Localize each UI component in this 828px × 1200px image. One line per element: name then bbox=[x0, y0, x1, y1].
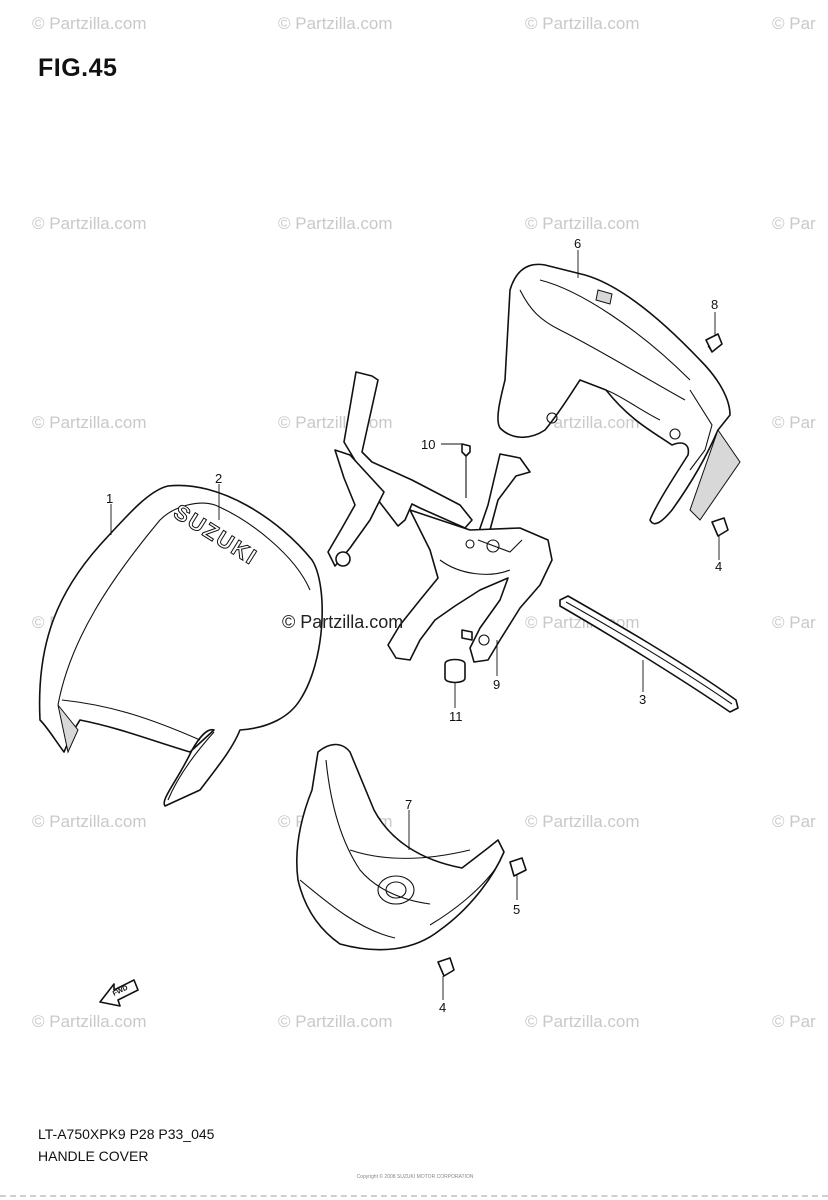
copyright-note: Copyright © 2008 SUZUKI MOTOR CORPORATIO… bbox=[356, 1174, 474, 1180]
part-6-rear-cover[interactable] bbox=[497, 263, 741, 525]
watermark: © Partzilla.com bbox=[525, 1012, 640, 1031]
part-8-screw[interactable] bbox=[705, 333, 723, 353]
callout-7: 7 bbox=[405, 797, 413, 812]
watermark: © Partzilla.com bbox=[32, 14, 147, 33]
watermark: © Partzilla.com bbox=[278, 14, 393, 33]
watermark: © Partzilla.com bbox=[525, 812, 640, 831]
watermark-partial: © Par bbox=[772, 413, 816, 432]
callout-2: 2 bbox=[215, 471, 223, 486]
callout-10: 10 bbox=[421, 437, 436, 452]
figure-name: HANDLE COVER bbox=[38, 1148, 149, 1164]
callout-11: 11 bbox=[449, 709, 463, 724]
callout-4: 4 bbox=[439, 1000, 447, 1015]
watermark: © Partzilla.com bbox=[32, 214, 147, 233]
part-1-front-cover[interactable] bbox=[38, 484, 323, 807]
watermark: © Partzilla.com bbox=[278, 1012, 393, 1031]
watermark-partial: © Par bbox=[772, 1012, 816, 1031]
bottom-divider bbox=[0, 1195, 828, 1197]
figure-code: LT-A750XPK9 P28 P33_045 bbox=[38, 1126, 215, 1142]
watermark: © Partzilla.com bbox=[525, 14, 640, 33]
part-5-screw[interactable] bbox=[509, 857, 527, 877]
watermark-partial: © Par bbox=[772, 214, 816, 233]
part-7-lower-cover[interactable] bbox=[295, 743, 505, 951]
part-4-clip-upper[interactable] bbox=[711, 517, 729, 537]
part-bracket[interactable] bbox=[327, 371, 553, 684]
leader-lines bbox=[110, 250, 720, 1000]
watermark: © Partzilla.com bbox=[32, 1012, 147, 1031]
callout-1: 1 bbox=[106, 491, 114, 506]
callout-9: 9 bbox=[493, 677, 501, 692]
watermark-center: © Partzilla.com bbox=[282, 612, 404, 632]
callout-5: 5 bbox=[513, 902, 521, 917]
figure-title: FIG.45 bbox=[38, 54, 118, 82]
watermark-partial: © Par bbox=[772, 613, 816, 632]
watermark: © Partzilla.com bbox=[278, 214, 393, 233]
watermark: © Partzilla.com bbox=[32, 812, 147, 831]
watermark: © Partzilla.com bbox=[525, 214, 640, 233]
callout-3: 3 bbox=[639, 692, 647, 707]
part-3-seal[interactable] bbox=[559, 595, 739, 713]
watermark-partial: © Par bbox=[772, 14, 816, 33]
part-4-clip-lower[interactable] bbox=[437, 957, 455, 977]
watermark-partial: © Par bbox=[772, 812, 816, 831]
callout-8: 8 bbox=[711, 297, 719, 312]
watermark: © Partzilla.com bbox=[32, 413, 147, 432]
fwd-arrow: FWD bbox=[99, 979, 139, 1007]
callout-6: 6 bbox=[574, 236, 582, 251]
callout-4: 4 bbox=[715, 559, 723, 574]
